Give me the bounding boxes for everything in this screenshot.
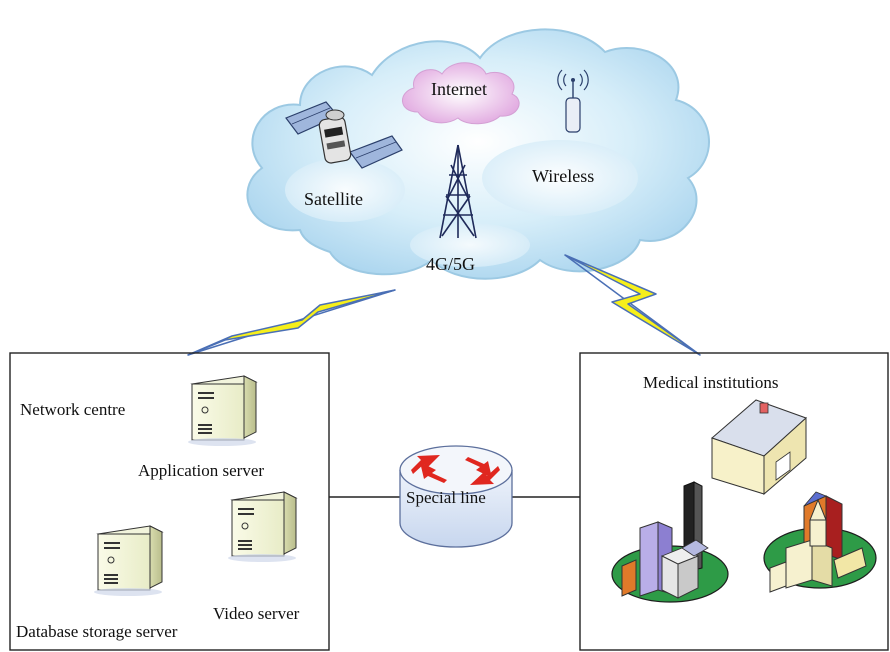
cloud-puff — [285, 158, 405, 222]
database-server-label: Database storage server — [16, 622, 178, 641]
house-icon — [711, 399, 807, 496]
database-server-icon — [94, 525, 164, 596]
cell-tower-icon — [439, 144, 477, 239]
church-buildings-icon — [763, 491, 877, 593]
city-buildings-icon — [611, 481, 729, 603]
application-server-icon — [188, 375, 258, 446]
router-label: Special line — [406, 488, 486, 507]
video-server-label: Video server — [213, 604, 300, 623]
wireless-label: Wireless — [532, 166, 595, 186]
cloud-puff — [482, 140, 638, 216]
internet-label: Internet — [431, 79, 487, 99]
link-left-lightning — [187, 289, 396, 356]
network-centre-box — [9, 352, 330, 651]
medical-institutions-title: Medical institutions — [643, 373, 779, 392]
application-server-label: Application server — [138, 461, 265, 480]
link-right-lightning — [564, 254, 701, 356]
router-icon — [399, 445, 513, 548]
cellular-label: 4G/5G — [426, 254, 475, 274]
network-centre-title: Network centre — [20, 400, 126, 419]
satellite-label: Satellite — [304, 189, 363, 209]
video-server-icon — [228, 491, 298, 562]
medical-institutions-box — [579, 352, 889, 651]
wireless-antenna-icon — [557, 69, 589, 133]
satellite-icon — [285, 101, 403, 169]
internet-cloud — [402, 62, 520, 125]
cloud — [246, 28, 710, 280]
